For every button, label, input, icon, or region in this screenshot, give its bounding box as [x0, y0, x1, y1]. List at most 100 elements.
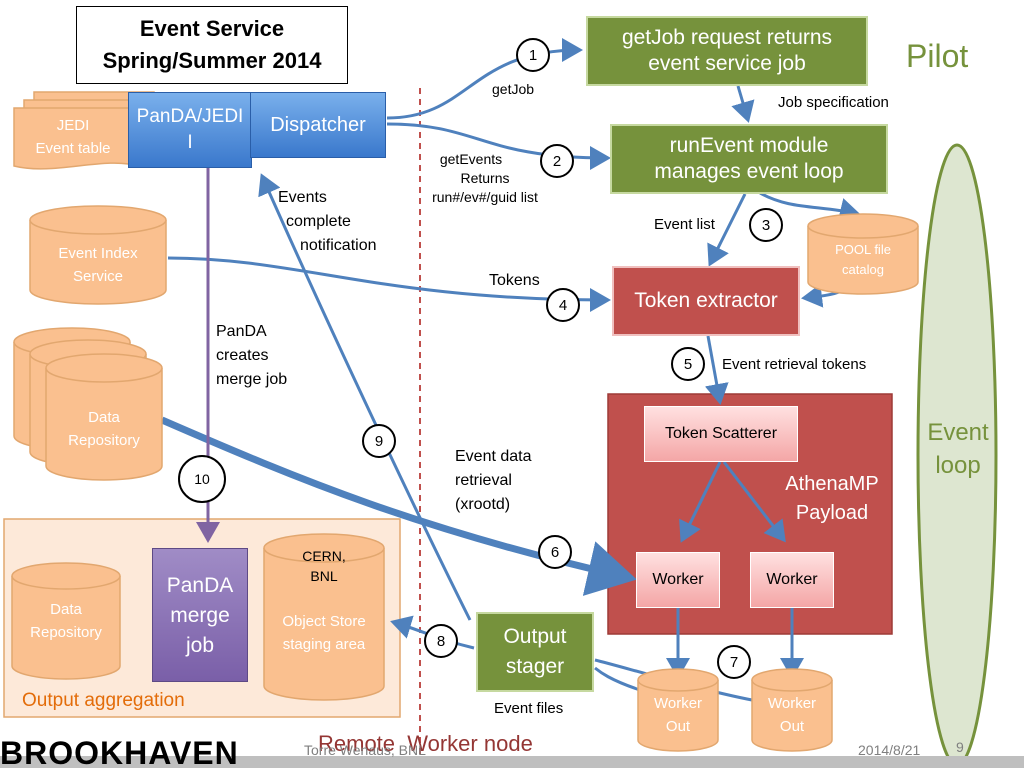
worker-out-right-line1: Worker [767, 695, 817, 712]
object-store-top-label: CERN, BNL [264, 546, 384, 586]
data-repo-top-label: Data Repository [46, 406, 162, 452]
label-get-events-line1: getEvents [439, 151, 503, 167]
panda-merge-line3: job [185, 634, 215, 657]
event-index-line1: Event Index [58, 245, 138, 262]
footer-date: 2014/8/21 [858, 742, 921, 758]
worker-out-left-label: Worker Out [638, 692, 718, 738]
output-stager-line1: Output [503, 625, 567, 648]
event-loop-line1: Event [927, 419, 989, 446]
label-panda-creates-line3: merge job [216, 371, 288, 388]
pool-line1: POOL file [835, 242, 891, 257]
getjob-line2: event service job [648, 52, 806, 75]
token-scatterer-label: Token Scatterer [664, 425, 778, 442]
token-extractor-label: Token extractor [634, 289, 778, 312]
label-get-events-line2: Returns [460, 170, 510, 186]
step-7-marker: 7 [717, 645, 751, 679]
step-5-marker: 5 [671, 347, 705, 381]
worker-left-box: Worker [636, 552, 720, 608]
step-9-marker: 9 [362, 424, 396, 458]
arrow-tokens [167, 256, 611, 312]
label-events-complete-line2: complete [286, 213, 351, 230]
arrow-retrieval-tokens [704, 335, 729, 405]
label-event-data-line3: (xrootd) [455, 496, 511, 513]
pilot-label: Pilot [906, 38, 969, 74]
pool-catalog-cylinder [807, 213, 919, 295]
pool-catalog-label: POOL file catalog [808, 240, 918, 280]
label-remote-worker: Remote Worker node [318, 731, 533, 756]
step-2-marker: 2 [540, 144, 574, 178]
arrow-scatter-left [679, 461, 722, 543]
runevent-line2: manages event loop [654, 160, 844, 183]
title-line1: Event Service [139, 16, 285, 41]
token-scatterer-box: Token Scatterer [644, 406, 798, 462]
athenamp-label: AthenaMP Payload [770, 470, 894, 528]
label-get-events: getEvents Returns run#/ev#/guid list [420, 150, 550, 207]
label-event-data-line1: Event data [455, 448, 532, 465]
worker-out-left-line2: Out [665, 718, 691, 735]
dispatcher-box: Dispatcher [250, 92, 386, 158]
runevent-line1: runEvent module [669, 134, 829, 157]
panda-merge-line1: PanDA [166, 574, 234, 597]
label-event-files: Event files [494, 700, 564, 717]
step-1-marker: 1 [516, 38, 550, 72]
arrow-job-spec [731, 85, 755, 123]
event-index-label: Event Index Service [30, 242, 166, 288]
jedi-event-table-label: JEDI Event table [14, 114, 132, 160]
jedi-line1: JEDI [56, 117, 90, 134]
object-store-top2: BNL [310, 568, 338, 584]
worker-left-label: Worker [652, 571, 704, 588]
data-repo-top-line1: Data [88, 409, 120, 426]
arrow-getjob [386, 38, 583, 120]
token-extractor-box: Token extractor [612, 266, 800, 336]
footer-logo: BROOKHAVEN [0, 735, 239, 771]
step-4-marker: 4 [546, 288, 580, 322]
title-line2: Spring/Summer 2014 [102, 48, 322, 73]
object-store-top1: CERN, [302, 548, 346, 564]
step-10-marker: 10 [178, 455, 226, 503]
label-events-complete-line3: notification [300, 237, 377, 254]
data-repo-bottom-cylinder [11, 562, 121, 680]
object-store-label: Object Store staging area [264, 610, 384, 656]
arrow-pool [759, 191, 861, 222]
worker-out-right-cylinder [751, 668, 833, 752]
getjob-line1: getJob request returns [621, 26, 833, 49]
runevent-box: runEvent module manages event loop [610, 124, 888, 194]
event-loop-line2: loop [935, 452, 981, 479]
event-index-line2: Service [72, 268, 124, 285]
panda-jedi-line1: PanDA/JEDI [136, 106, 244, 127]
pool-line2: catalog [842, 262, 884, 277]
data-repo-bottom-label: Data Repository [12, 598, 120, 644]
data-repo-top-line2: Repository [68, 432, 140, 449]
label-events-complete-line1: Events [278, 189, 327, 206]
label-events-complete: Events complete notification [278, 186, 377, 258]
label-event-data: Event data retrieval (xrootd) [455, 445, 532, 517]
label-panda-creates-line1: PanDA [216, 323, 267, 340]
output-aggregation-label: Output aggregation [22, 690, 185, 711]
label-getjob: getJob [492, 81, 535, 97]
output-stager-line2: stager [505, 655, 565, 678]
label-event-data-line2: retrieval [455, 472, 512, 489]
worker-right-label: Worker [766, 571, 818, 588]
arrow-out-stager-left [594, 666, 641, 692]
athenamp-line1: AthenaMP [785, 473, 879, 495]
panda-jedi-line2: I [187, 132, 193, 153]
panda-merge-box: PanDA merge job [152, 548, 248, 682]
arrow-scatter-right [722, 461, 786, 543]
data-repo-bottom-line2: Repository [30, 624, 102, 641]
getjob-box: getJob request returns event service job [586, 16, 868, 86]
athenamp-line2: Payload [795, 502, 869, 524]
title-box: Event Service Spring/Summer 2014 [76, 6, 348, 84]
step-3-marker: 3 [749, 208, 783, 242]
footer-page: 9 [956, 739, 964, 755]
step-6-marker: 6 [538, 535, 572, 569]
footer-bar [0, 756, 1024, 768]
worker-out-left-cylinder [637, 668, 719, 752]
data-repo-bottom-line1: Data [50, 601, 82, 618]
panda-jedi-box: PanDA/JEDI I [128, 92, 252, 168]
worker-right-box: Worker [750, 552, 834, 608]
label-event-list: Event list [654, 216, 715, 233]
output-stager-box: Output stager [476, 612, 594, 692]
object-store-line1: Object Store [282, 613, 366, 630]
label-get-events-line3: run#/ev#/guid list [432, 189, 538, 205]
